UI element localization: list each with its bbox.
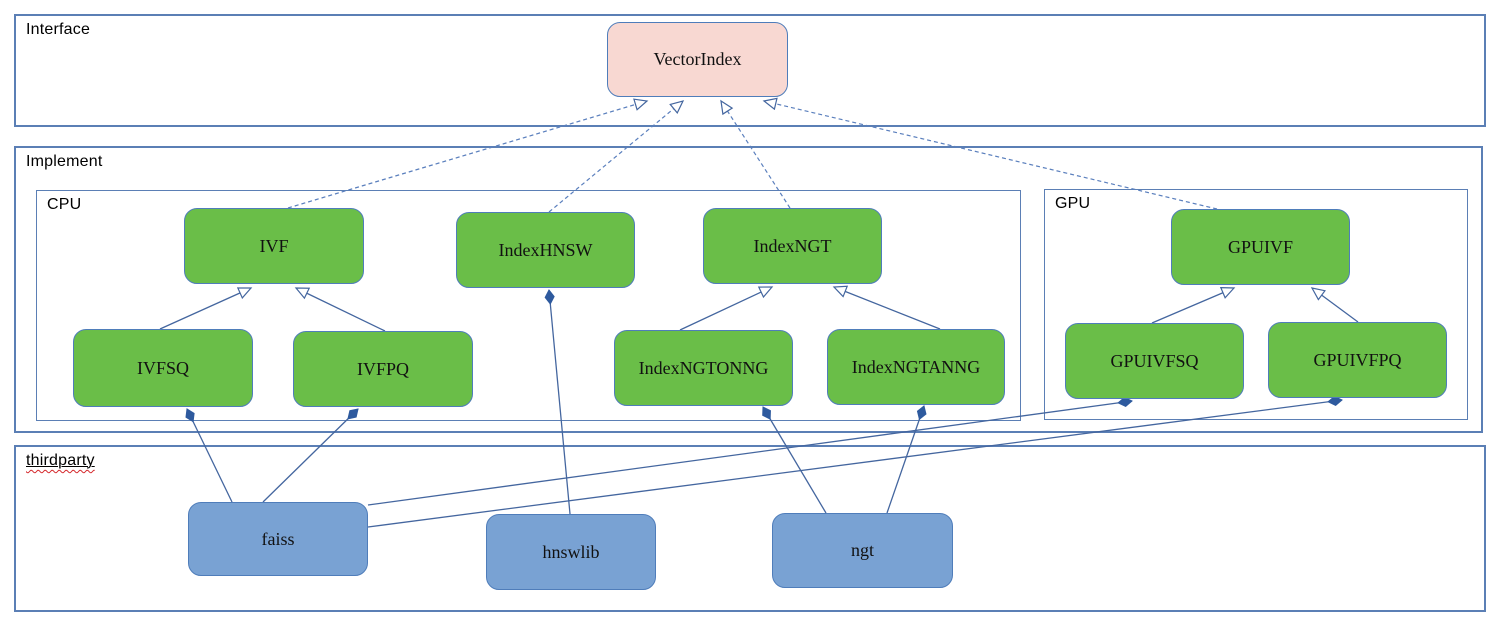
- edge-composition-hnswlib-indexhnsw: [544, 289, 571, 515]
- container-interface[interactable]: Interface: [14, 14, 1486, 127]
- node-indexngt[interactable]: IndexNGT: [703, 208, 882, 284]
- container-implement-label: Implement: [26, 153, 103, 170]
- container-thirdparty-label: thirdparty: [26, 452, 95, 470]
- edge-realization-indexhnsw-vectorindex: [548, 100, 685, 213]
- edge-inheritance-ivfsq-ivf: [159, 287, 253, 330]
- node-gpuivfsq[interactable]: GPUIVFSQ: [1065, 323, 1244, 399]
- edge-composition-faiss-gpuivfsq: [367, 396, 1133, 506]
- container-cpu-label: CPU: [47, 196, 82, 213]
- node-ivf-label: IVF: [259, 235, 289, 256]
- node-gpuivfpq-label: GPUIVFPQ: [1313, 349, 1402, 370]
- container-implement[interactable]: Implement: [14, 146, 1483, 433]
- node-ngt-label: ngt: [850, 540, 874, 560]
- node-indexngtanng[interactable]: IndexNGTANNG: [827, 329, 1005, 405]
- node-vectorindex[interactable]: VectorIndex: [607, 22, 788, 97]
- edge-composition-ngt-indexngtonng: [762, 406, 827, 514]
- node-indexngtonng-label: IndexNGTONNG: [638, 357, 769, 378]
- edge-realization-gpuivf-vectorindex: [762, 97, 1218, 210]
- node-ivfsq[interactable]: IVFSQ: [73, 329, 253, 407]
- node-ivf[interactable]: IVF: [184, 208, 364, 284]
- container-gpu-label: GPU: [1055, 195, 1091, 212]
- container-gpu[interactable]: GPU: [1044, 189, 1468, 420]
- node-indexhnsw[interactable]: IndexHNSW: [456, 212, 635, 288]
- edge-composition-ngt-indexngtanng: [886, 405, 927, 514]
- node-gpuivf-label: GPUIVF: [1227, 236, 1293, 257]
- node-indexhnsw-label: IndexHNSW: [498, 239, 593, 260]
- edge-inheritance-ivfpq-ivf: [294, 287, 386, 332]
- container-thirdparty-label-text: thirdparty: [26, 452, 95, 469]
- node-ngt[interactable]: ngt: [772, 513, 953, 588]
- node-ivfsq-label: IVFSQ: [136, 357, 189, 378]
- edge-inheritance-gpuivfsq-gpuivf: [1151, 287, 1236, 324]
- edge-inheritance-gpuivfpq-gpuivf: [1310, 287, 1359, 323]
- node-gpuivfpq[interactable]: GPUIVFPQ: [1268, 322, 1447, 398]
- node-faiss[interactable]: faiss: [188, 502, 368, 576]
- container-cpu[interactable]: CPU: [36, 190, 1021, 421]
- node-indexngtanng-label: IndexNGTANNG: [851, 356, 981, 377]
- node-gpuivfsq-label: GPUIVFSQ: [1110, 350, 1199, 371]
- node-indexngt-label: IndexNGT: [753, 235, 832, 256]
- node-faiss-label: faiss: [261, 528, 295, 549]
- node-ivfpq-label: IVFPQ: [356, 358, 409, 379]
- edge-composition-faiss-ivfpq: [262, 408, 359, 503]
- node-hnswlib[interactable]: hnswlib: [486, 514, 656, 590]
- node-gpuivf[interactable]: GPUIVF: [1171, 209, 1350, 285]
- container-interface-label: Interface: [26, 21, 91, 38]
- edge-composition-faiss-ivfsq: [185, 408, 233, 503]
- node-vectorindex-label: VectorIndex: [653, 49, 742, 69]
- node-hnswlib-label: hnswlib: [542, 541, 600, 562]
- edge-inheritance-indexngtonng-indexngt: [679, 286, 774, 331]
- edge-composition-faiss-gpuivfpq: [367, 395, 1343, 528]
- node-indexngtonng[interactable]: IndexNGTONNG: [614, 330, 793, 406]
- node-ivfpq[interactable]: IVFPQ: [293, 331, 473, 407]
- edge-realization-indexngt-vectorindex: [720, 99, 791, 209]
- edge-inheritance-indexngtanng-indexngt: [832, 285, 941, 330]
- edge-realization-ivf-vectorindex: [287, 98, 649, 209]
- container-thirdparty[interactable]: thirdparty: [14, 445, 1486, 612]
